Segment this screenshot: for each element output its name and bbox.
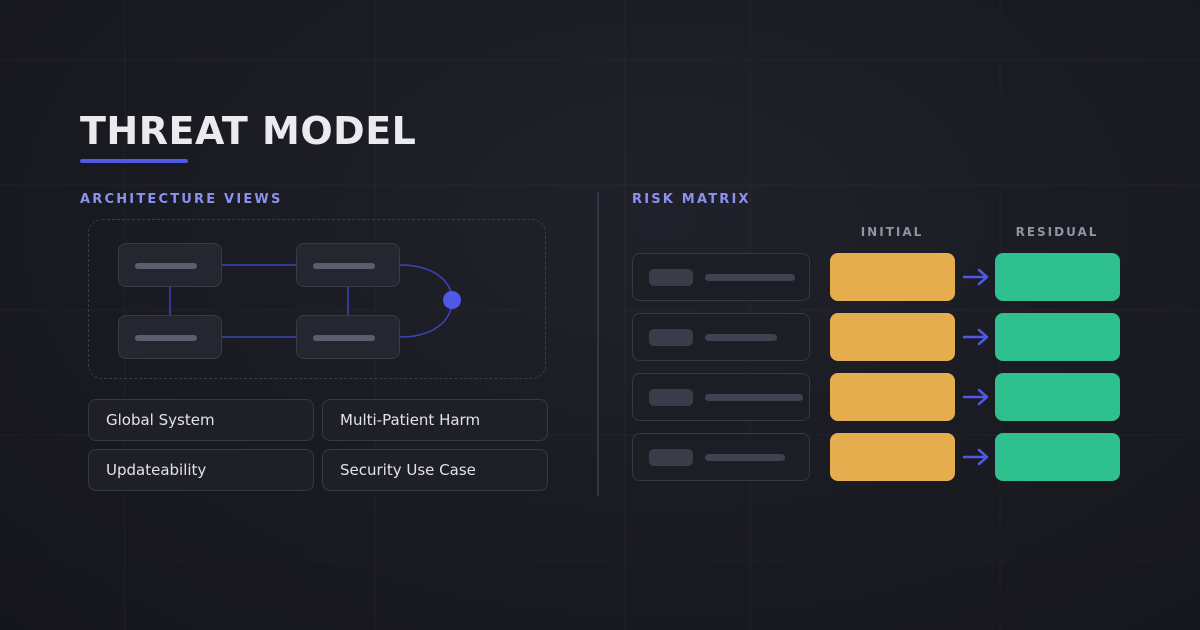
risk-text-placeholder	[705, 334, 777, 341]
risk-row	[632, 253, 1120, 301]
risk-item	[632, 433, 810, 481]
column-header-initial: INITIAL	[860, 225, 924, 239]
architecture-diagram-frame	[88, 219, 546, 379]
connector-curve-bottom	[399, 299, 453, 338]
architecture-node	[296, 315, 400, 359]
arrow-right-icon	[962, 268, 989, 286]
title-underline	[80, 159, 188, 163]
risk-id-placeholder	[649, 329, 693, 346]
architecture-node	[296, 243, 400, 287]
risk-text-placeholder	[705, 394, 803, 401]
risk-row	[632, 313, 1120, 361]
risk-item	[632, 313, 810, 361]
chip-multi-patient-harm: Multi-Patient Harm	[322, 399, 548, 441]
column-header-residual: RESIDUAL	[1015, 225, 1099, 239]
risk-id-placeholder	[649, 389, 693, 406]
chip-security-use-case: Security Use Case	[322, 449, 548, 491]
node-placeholder-bar	[313, 335, 375, 341]
junction-node-icon	[443, 291, 461, 309]
node-placeholder-bar	[135, 335, 197, 341]
residual-risk-cell	[995, 373, 1120, 421]
risk-text-placeholder	[705, 274, 795, 281]
page-title: THREAT MODEL	[80, 109, 417, 153]
risk-text-placeholder	[705, 454, 785, 461]
node-placeholder-bar	[313, 263, 375, 269]
arrow-right-icon	[962, 448, 989, 466]
initial-risk-cell	[830, 433, 955, 481]
residual-risk-cell	[995, 433, 1120, 481]
architecture-views-label: ARCHITECTURE VIEWS	[80, 192, 283, 207]
chip-updateability: Updateability	[88, 449, 314, 491]
residual-risk-cell	[995, 253, 1120, 301]
residual-risk-cell	[995, 313, 1120, 361]
connector-curve-top	[399, 264, 453, 301]
initial-risk-cell	[830, 253, 955, 301]
risk-id-placeholder	[649, 269, 693, 286]
risk-item	[632, 373, 810, 421]
initial-risk-cell	[830, 313, 955, 361]
architecture-node	[118, 315, 222, 359]
arrow-right-icon	[962, 388, 989, 406]
chip-global-system: Global System	[88, 399, 314, 441]
arrow-right-icon	[962, 328, 989, 346]
initial-risk-cell	[830, 373, 955, 421]
risk-item	[632, 253, 810, 301]
risk-id-placeholder	[649, 449, 693, 466]
risk-row	[632, 433, 1120, 481]
node-placeholder-bar	[135, 263, 197, 269]
risk-matrix-label: RISK MATRIX	[632, 192, 751, 207]
risk-row	[632, 373, 1120, 421]
section-divider	[597, 192, 599, 496]
architecture-node	[118, 243, 222, 287]
